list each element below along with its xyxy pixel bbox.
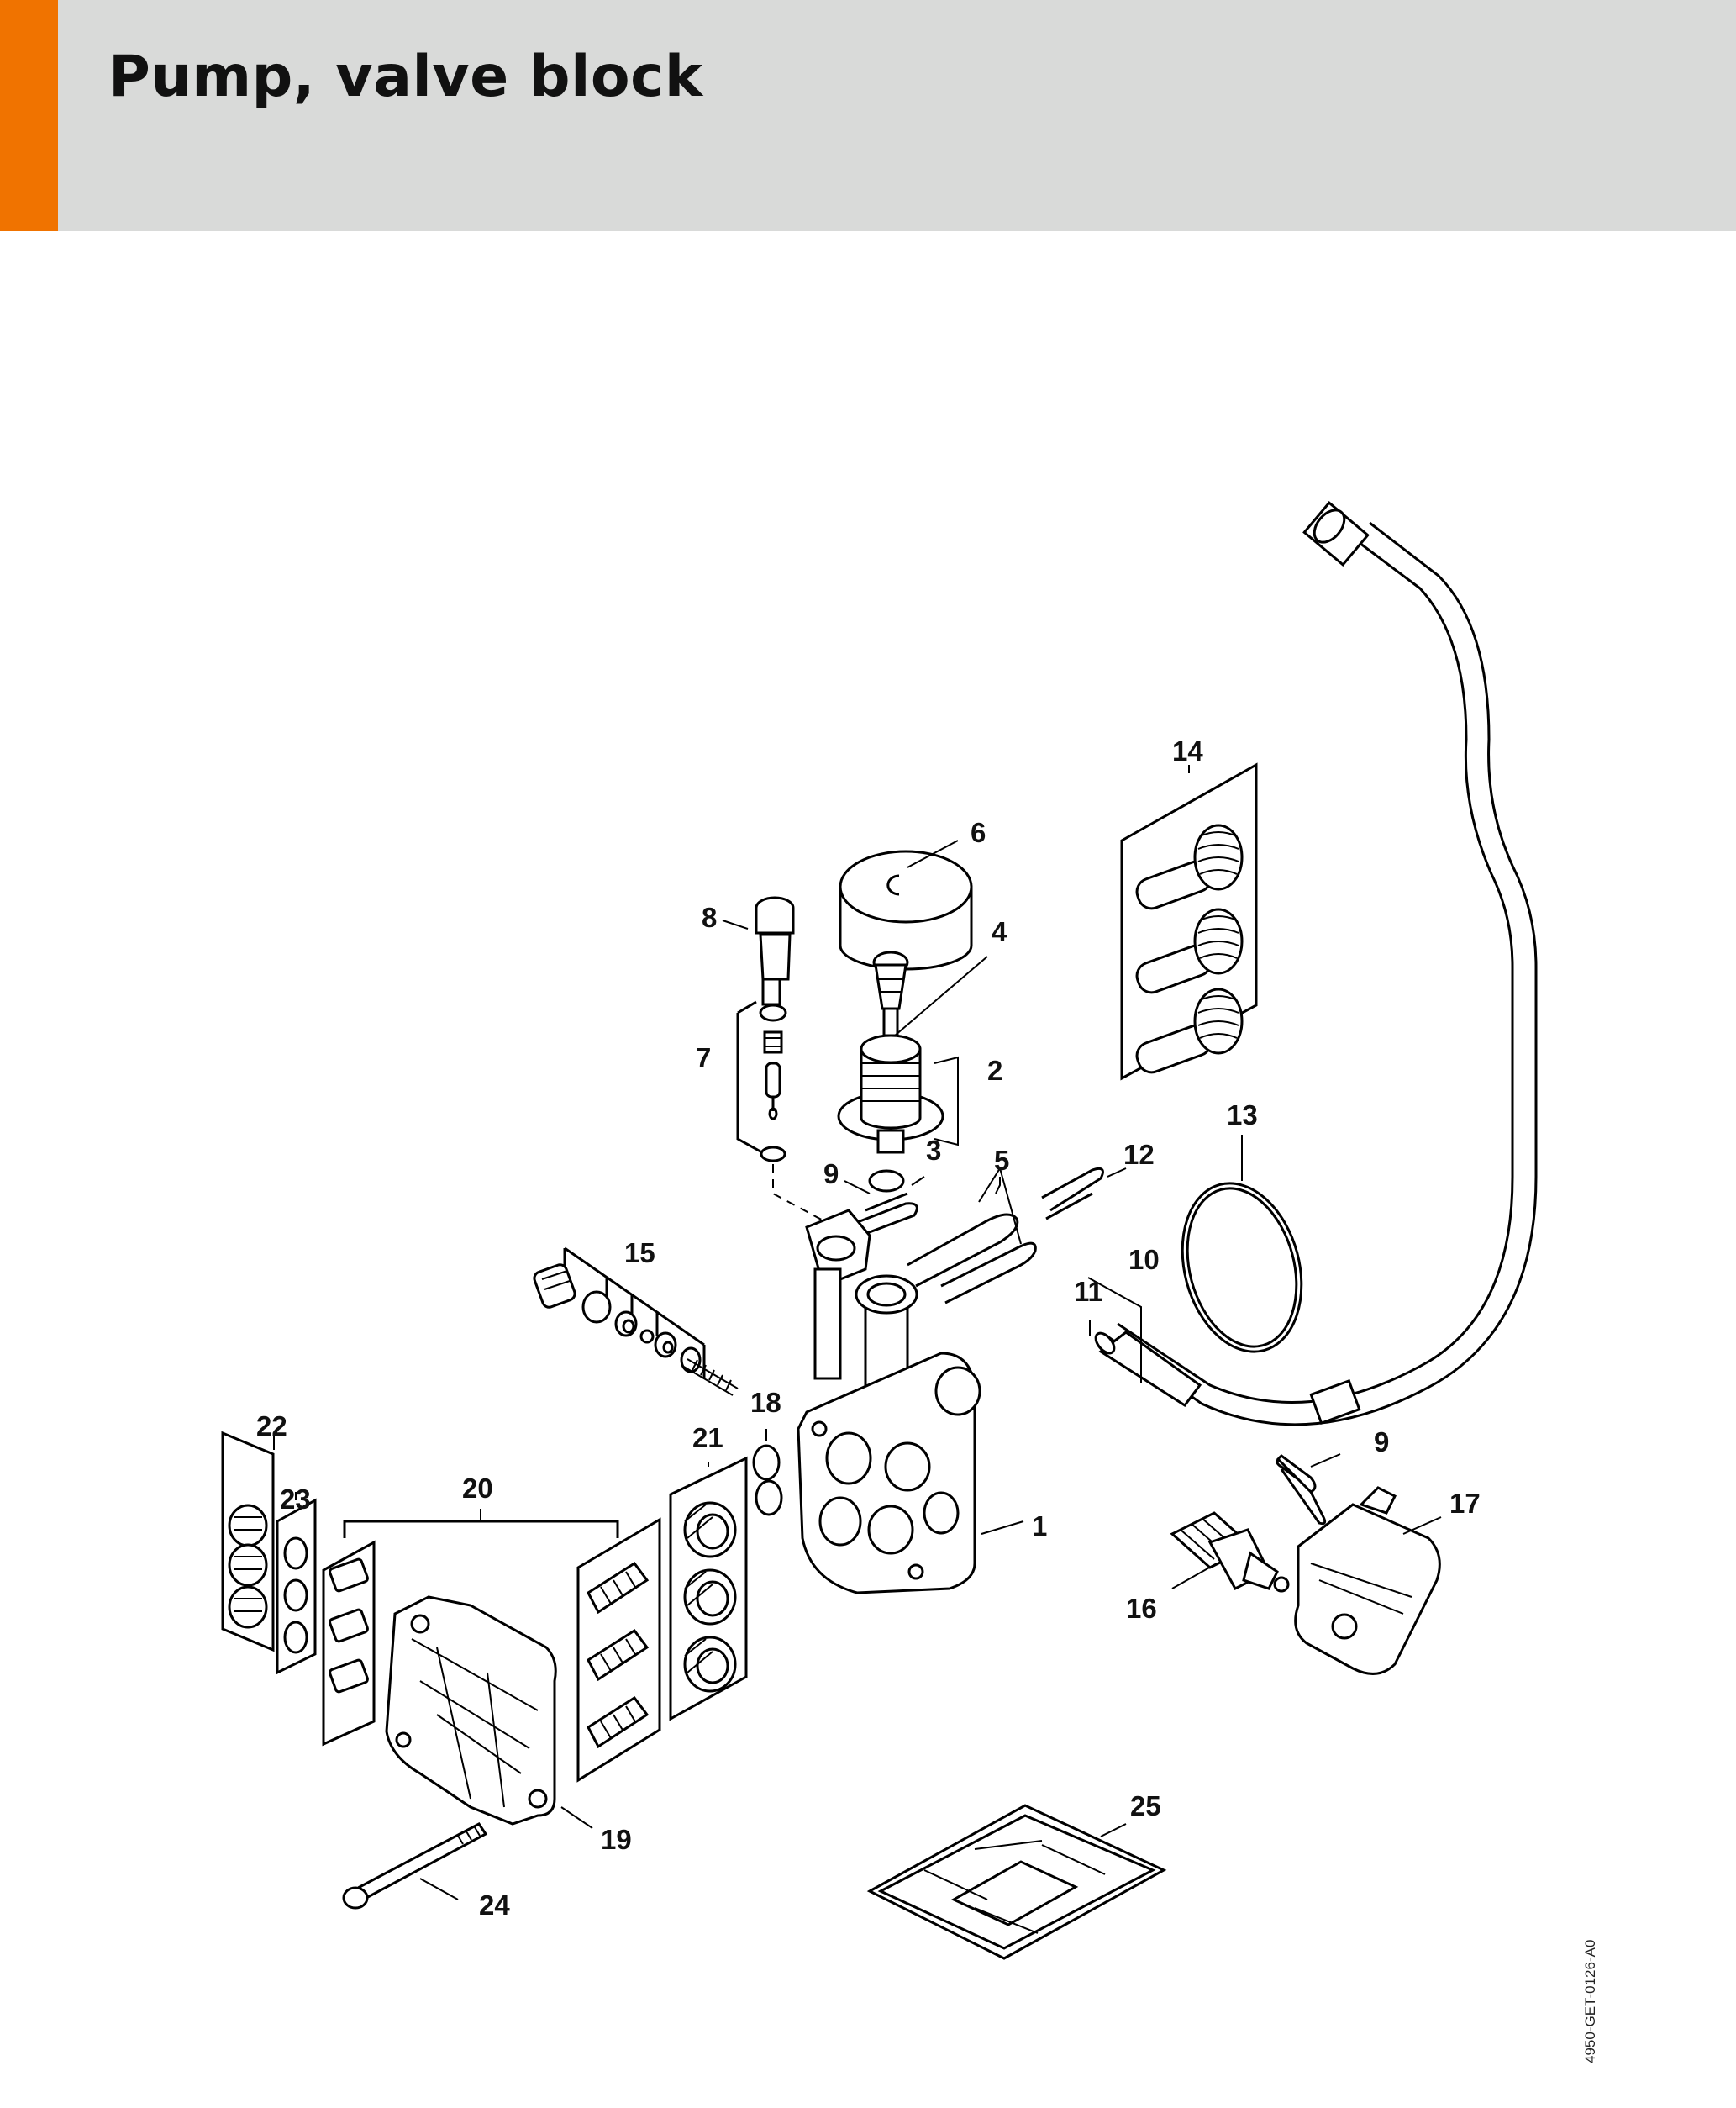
label-9b: 9 bbox=[1374, 1426, 1389, 1457]
seal-kit-21[interactable] bbox=[669, 1456, 748, 1721]
o-ring-large[interactable] bbox=[1165, 1170, 1319, 1365]
label-11: 11 bbox=[1074, 1276, 1103, 1307]
label-15: 15 bbox=[624, 1237, 655, 1268]
label-7: 7 bbox=[696, 1042, 711, 1073]
label-10: 10 bbox=[1128, 1244, 1160, 1275]
o-ring-small[interactable] bbox=[868, 1169, 905, 1193]
label-20: 20 bbox=[462, 1473, 493, 1504]
label-3: 3 bbox=[926, 1135, 941, 1166]
high-pressure-hose[interactable] bbox=[1092, 500, 1538, 1426]
label-9a: 9 bbox=[823, 1158, 839, 1189]
header-accent-bar bbox=[0, 0, 58, 231]
valve-kit-20[interactable] bbox=[322, 1517, 661, 1783]
fixing-bolt[interactable] bbox=[342, 1822, 488, 1910]
retaining-clips[interactable] bbox=[907, 1213, 1037, 1304]
valve-insert[interactable] bbox=[872, 951, 909, 1037]
page-title: Pump, valve block bbox=[108, 44, 703, 110]
clip-12[interactable] bbox=[1041, 1167, 1104, 1220]
label-18: 18 bbox=[750, 1387, 781, 1418]
label-6: 6 bbox=[971, 817, 986, 848]
knob-cap[interactable] bbox=[839, 850, 973, 971]
label-1: 1 bbox=[1032, 1510, 1047, 1541]
part-number-labels: 1 2 3 4 5 6 7 8 9 9 10 11 12 13 14 15 16… bbox=[256, 735, 1598, 2063]
label-2: 2 bbox=[987, 1055, 1002, 1086]
label-14: 14 bbox=[1172, 735, 1203, 767]
label-8: 8 bbox=[702, 902, 717, 933]
plug-kit-22[interactable] bbox=[221, 1431, 275, 1652]
valve-block-housing[interactable] bbox=[797, 1209, 981, 1594]
gasket-set[interactable] bbox=[866, 1804, 1167, 1960]
label-4: 4 bbox=[992, 916, 1007, 947]
o-rings-pair[interactable] bbox=[752, 1444, 783, 1516]
drawing-code: 4950-GET-0126-A0 bbox=[1582, 1940, 1598, 2063]
switch-housing[interactable] bbox=[1294, 1486, 1441, 1675]
label-19: 19 bbox=[601, 1824, 632, 1855]
label-23: 23 bbox=[280, 1484, 311, 1515]
spring-set-kit[interactable] bbox=[1120, 762, 1258, 1081]
leader-lines bbox=[273, 765, 1442, 1900]
label-25: 25 bbox=[1130, 1790, 1161, 1821]
retaining-clip-lower[interactable] bbox=[1276, 1454, 1327, 1526]
label-16: 16 bbox=[1126, 1593, 1157, 1624]
check-valve-kit[interactable] bbox=[736, 1000, 787, 1162]
label-12: 12 bbox=[1123, 1139, 1155, 1170]
label-24: 24 bbox=[479, 1889, 510, 1921]
pump-head[interactable] bbox=[385, 1595, 557, 1826]
o-ring-kit-23[interactable] bbox=[276, 1498, 317, 1675]
label-21: 21 bbox=[692, 1422, 723, 1453]
label-13: 13 bbox=[1227, 1099, 1258, 1130]
pressure-switch[interactable] bbox=[1170, 1511, 1290, 1593]
bypass-valve-kit[interactable] bbox=[533, 1246, 739, 1396]
label-5: 5 bbox=[994, 1145, 1009, 1176]
label-22: 22 bbox=[256, 1410, 287, 1441]
label-17: 17 bbox=[1449, 1488, 1481, 1519]
plunger-insert[interactable] bbox=[755, 896, 795, 1006]
valve-seat[interactable] bbox=[837, 1034, 944, 1154]
page-header: Pump, valve block bbox=[0, 0, 1736, 231]
